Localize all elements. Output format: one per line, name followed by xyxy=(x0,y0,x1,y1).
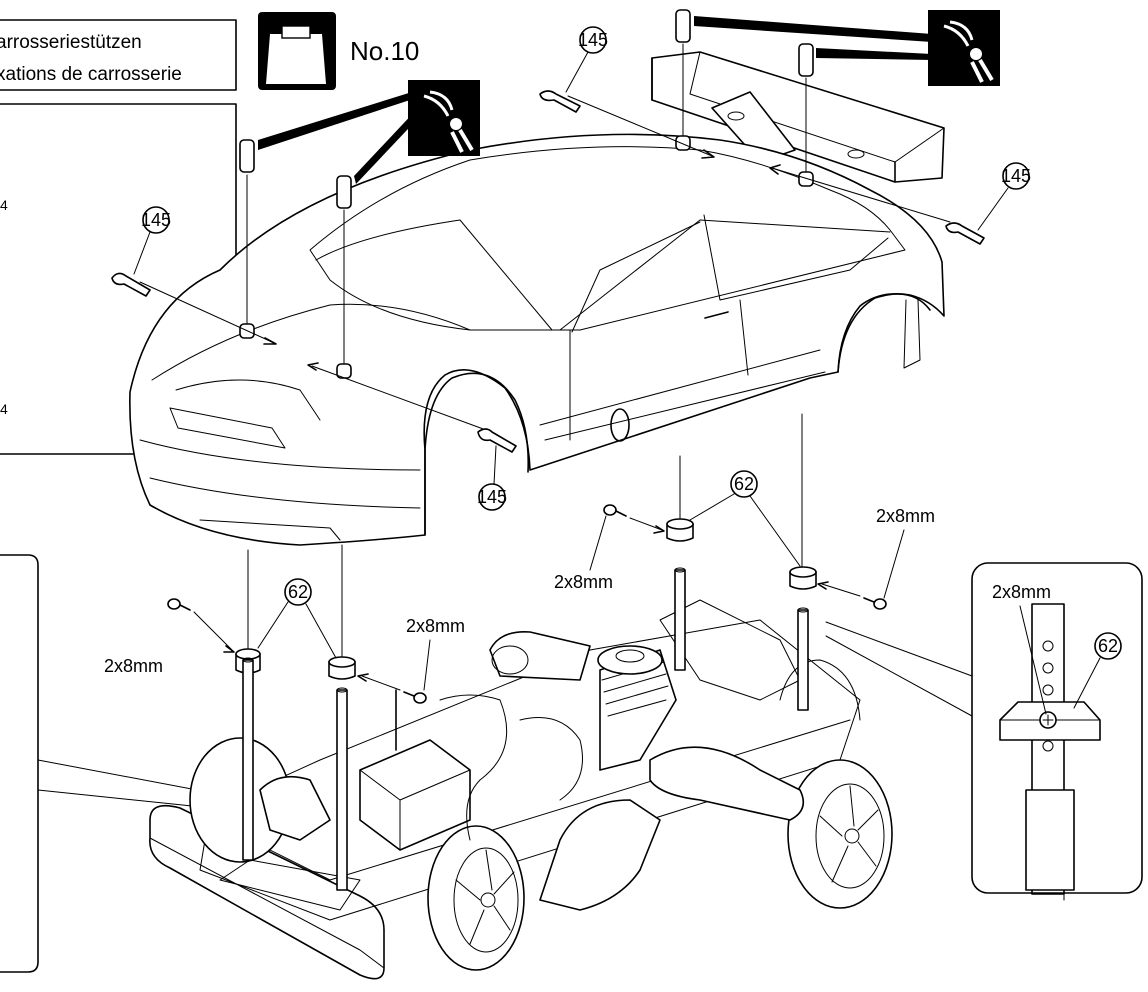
side-cutter-icon xyxy=(408,80,480,156)
svg-text:145: 145 xyxy=(477,487,507,507)
part-callout-62: 62 xyxy=(689,470,801,567)
title-line-de: arrosseriestützen xyxy=(0,32,142,53)
step-number: No.10 xyxy=(350,36,419,66)
body-template-icon xyxy=(258,12,336,90)
screw-part xyxy=(603,504,665,534)
inset-screw-label: 2x8mm xyxy=(992,582,1051,602)
svg-text:62: 62 xyxy=(734,474,754,494)
screw-part xyxy=(167,598,235,653)
screw-size-label: 2x8mm xyxy=(406,616,465,636)
panel-fragment-2: 4 xyxy=(0,401,8,417)
side-cutter-icon xyxy=(928,10,1000,86)
part-callout-145: 145 xyxy=(133,206,171,275)
screw-size-label: 2x8mm xyxy=(104,656,163,676)
svg-text:62: 62 xyxy=(288,582,308,602)
screw-part xyxy=(357,673,427,704)
screw-part xyxy=(817,581,887,610)
part-callout-145: 145 xyxy=(565,26,608,93)
rear-wing xyxy=(651,51,945,183)
body-posts xyxy=(139,9,951,667)
part-callout-62: 62 xyxy=(257,578,337,659)
detail-inset: 2x8mm 62 xyxy=(971,562,1143,901)
car-body xyxy=(129,51,945,546)
panel-fragment-1: 4 xyxy=(0,197,8,213)
chassis xyxy=(149,567,893,980)
body-clip-part xyxy=(111,90,985,453)
svg-text:145: 145 xyxy=(141,210,171,230)
inset-part-label: 62 xyxy=(1098,636,1118,656)
screw-size-label: 2x8mm xyxy=(554,572,613,592)
svg-text:145: 145 xyxy=(1001,166,1031,186)
part-callout-145: 145 xyxy=(477,445,507,511)
svg-text:145: 145 xyxy=(578,30,608,50)
title-box: arrosseriestützen xations de carrosserie xyxy=(0,19,237,91)
screw-size-label: 2x8mm xyxy=(876,506,935,526)
part-callout-145: 145 xyxy=(977,162,1031,231)
title-line-fr: xations de carrosserie xyxy=(0,64,182,85)
